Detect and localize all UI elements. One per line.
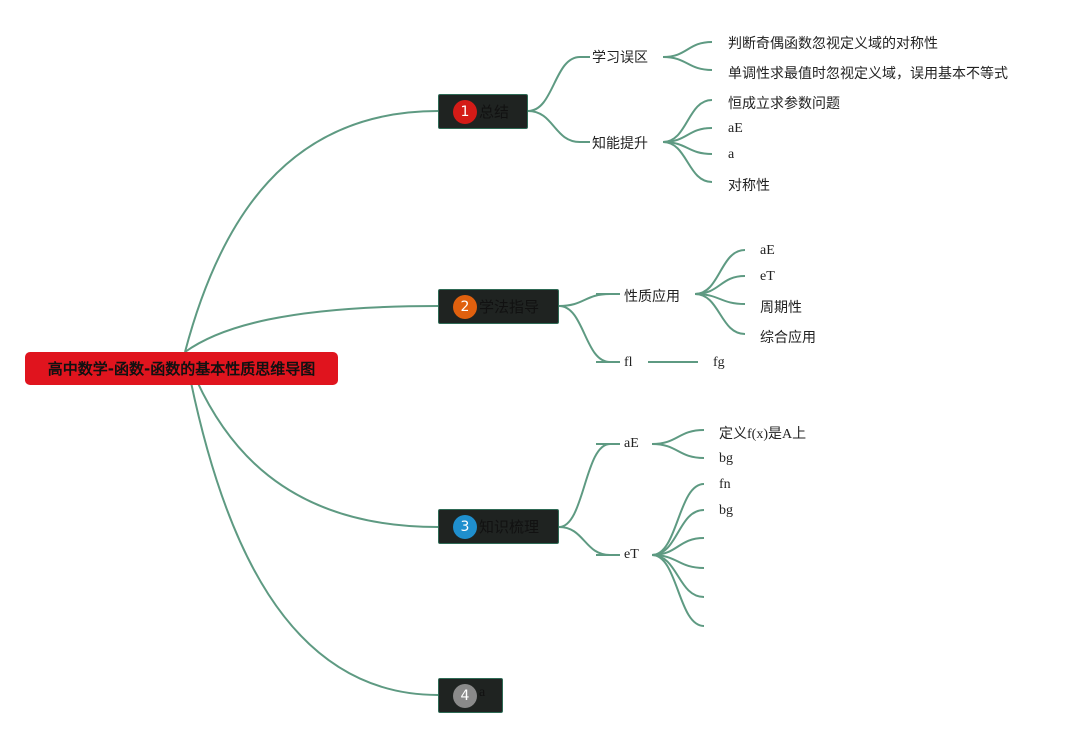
connector-line [184,110,439,353]
connector-line [527,110,581,143]
topic[interactable]: fl [624,355,633,370]
connector-line [694,275,746,295]
branch-label: 总结 [479,103,510,121]
connector-line [558,293,611,307]
subtopic[interactable]: 单调性求最值时忽视定义域，误用基本不等式 [728,66,1008,82]
subtopic[interactable]: 恒成立求参数问题 [728,96,840,112]
subtopic[interactable]: 定义f(x)是A上 [719,427,807,442]
topic-ability-improvement[interactable]: 知能提升 [592,136,648,152]
connector-line [662,141,713,183]
branch-label: a [479,684,486,700]
number-badge-1: 1 [453,99,477,124]
branch-label: 学法指导 [479,298,540,316]
connector-line [184,351,439,528]
connector-line [651,429,705,445]
connector-line [527,56,581,112]
branch-summary[interactable]: 1 总结 [438,94,528,129]
subtopic[interactable]: bg [719,503,733,518]
root-topic[interactable]: 高中数学-函数-函数的基本性质思维导图 [25,352,338,385]
connector-line [651,554,705,627]
branch-label: 知识梳理 [479,518,540,536]
branch-4[interactable]: 4 a [438,678,503,713]
number-badge-2: 2 [453,294,477,319]
connector-line [651,443,705,459]
subtopic[interactable]: 综合应用 [760,330,816,346]
branch-study-guide[interactable]: 2 学法指导 [438,289,559,324]
connector-line [558,305,611,363]
connector-line [651,483,705,556]
connector-line [184,351,439,696]
subtopic[interactable]: aE [728,121,743,136]
topic-property-application[interactable]: 性质应用 [624,289,680,305]
subtopic[interactable]: fg [713,355,725,370]
subtopic[interactable]: fn [719,477,731,492]
subtopic[interactable]: 对称性 [728,178,770,194]
subtopic[interactable]: a [728,147,735,162]
subtopic[interactable]: 判断奇偶函数忽视定义域的对称性 [728,36,938,52]
subtopic[interactable]: 周期性 [760,300,802,316]
subtopic[interactable]: bg [719,451,733,466]
connector-line [558,443,611,528]
topic-learning-pitfalls[interactable]: 学习误区 [592,50,648,66]
subtopic[interactable]: eT [760,269,775,284]
number-badge-3: 3 [453,514,477,539]
connector-line [184,305,439,353]
connector-line [662,56,713,71]
branch-knowledge-review[interactable]: 3 知识梳理 [438,509,559,544]
subtopic[interactable]: aE [760,243,775,258]
connector-line [558,526,611,556]
number-badge-4: 4 [453,683,477,708]
topic[interactable]: eT [624,547,639,562]
connector-line [694,249,746,295]
topic[interactable]: aE [624,436,639,451]
connector-line [694,293,746,335]
connector-line [662,41,713,58]
